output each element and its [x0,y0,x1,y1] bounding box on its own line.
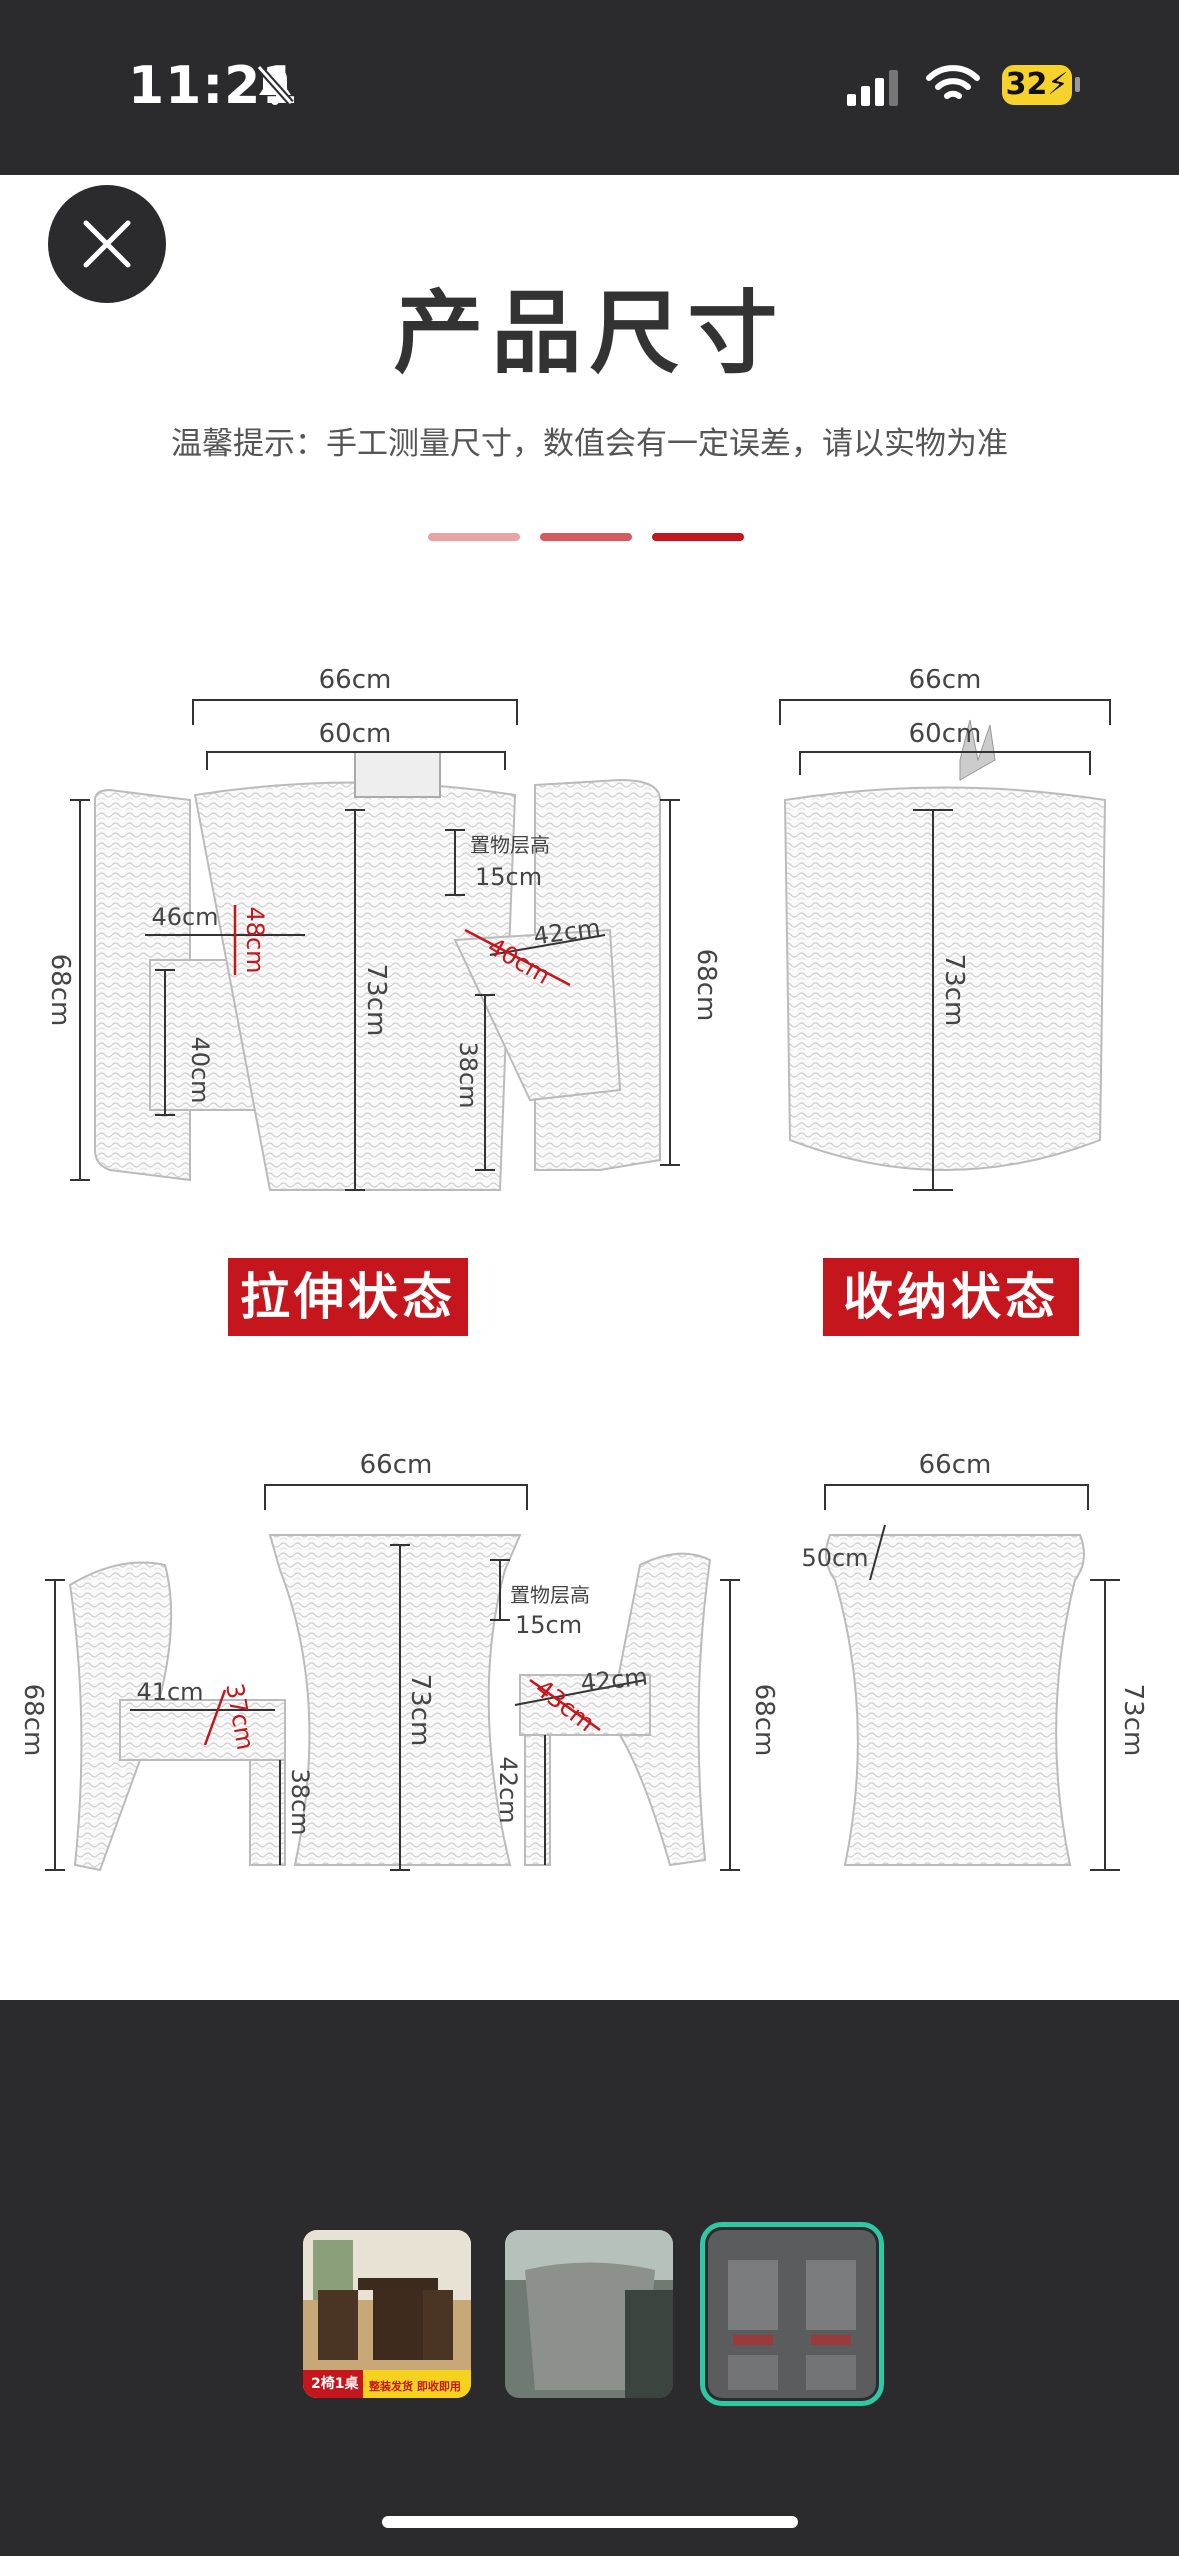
extended-set-top-view: 66cm 60cm 68cm 73cm 置物层高 15cm 46cm 48cm … [45,665,721,1191]
dim-stored-side-width: 66cm [919,1450,992,1480]
dim-side-table-width: 66cm [360,1450,433,1480]
battery-indicator: 32⚡ [1002,65,1072,105]
label-extended-state: 拉伸状态 [228,1258,468,1336]
dim-outer-width: 66cm [319,665,392,695]
side-view-set: 66cm 68cm 73cm 置物层高 15cm 41cm 37cm 38cm … [18,1450,779,1872]
decorative-bars [428,526,764,545]
thumbnail-2-image [505,2230,673,2398]
dim-inner-width: 60cm [319,719,392,749]
right-side-chair-leg [524,1734,551,1866]
dim-side-right-chair-height: 68cm [749,1684,779,1757]
dim-stored-outer-width: 66cm [909,665,982,695]
dim-stored-side-height: 73cm [1118,1684,1148,1757]
charging-bolt-icon: ⚡ [1047,67,1069,102]
tip-text: 温馨提示：手工测量尺寸，数值会有一定误差，请以实物为准 [171,426,1008,462]
right-side-chair-seat [519,1674,651,1736]
status-bar: 11:21 32⚡ [0,0,1179,175]
label-stored-state: 收纳状态 [823,1258,1079,1336]
decor-plant [959,719,996,781]
bar-medium [540,533,632,541]
thumbnail-1[interactable]: 2椅1桌 整装发货 即收即用 [303,2230,471,2398]
thumbnail-strip: 2椅1桌 整装发货 即收即用 [0,2222,1179,2410]
bar-dark [652,533,744,541]
dim-stored-inner-width: 60cm [909,719,982,749]
dim-table-height: 73cm [361,964,391,1037]
dim-right-chair-height: 68cm [691,949,721,1022]
battery-cap [1075,77,1080,92]
wifi-icon [926,65,980,99]
dim-stored-side-depth: 50cm [801,1544,868,1572]
battery-level: 32 [1005,67,1048,102]
thumbnail-1-image: 2椅1桌 整装发货 即收即用 [303,2230,471,2398]
page-title: 产品尺寸 [393,281,786,386]
thumbnail-3-selected[interactable] [700,2222,884,2406]
dim-right-seat-height: 38cm [454,1041,482,1108]
dim-side-shelf-label: 置物层高 [510,1583,590,1607]
thumbnail-1-badge-1: 2椅1桌 [311,2375,359,2392]
home-indicator[interactable] [382,2516,798,2528]
close-icon [83,220,131,268]
bell-muted-icon [256,64,294,106]
close-button[interactable] [48,185,166,303]
stored-set-view: 66cm 60cm 73cm [779,665,1111,1191]
dim-side-right-seat-height: 42cm [494,1756,522,1823]
dim-stored-height: 73cm [939,954,969,1027]
dim-side-left-seat-height: 38cm [286,1768,314,1835]
side-table [268,1534,522,1866]
dim-left-seat-depth: 48cm [241,906,269,973]
right-chair-seat [453,928,622,1102]
dim-left-seat-height: 40cm [186,1036,214,1103]
table-top-items [354,751,441,798]
dim-side-table-height: 73cm [405,1674,435,1747]
thumbnail-3-image [708,2230,876,2398]
dim-side-left-seat-width: 41cm [136,1678,203,1706]
thumbnail-2[interactable] [505,2230,673,2398]
dim-side-left-chair-height: 68cm [18,1684,48,1757]
dim-side-shelf-height: 15cm [515,1611,582,1639]
dim-left-seat-width: 46cm [151,903,218,931]
dimension-diagram: 66cm 60cm 68cm 73cm 置物层高 15cm 46cm 48cm … [18,665,1148,1872]
dim-side-right-seat-width: 42cm [579,1663,649,1698]
thumbnail-1-badge-2: 整装发货 即收即用 [368,2379,461,2393]
dim-left-chair-height: 68cm [45,954,75,1027]
stored-side-view: 66cm 50cm 73cm [801,1450,1148,1871]
dim-shelf-height: 15cm [475,863,542,891]
stored-side-body [825,1534,1085,1866]
bar-light [428,533,520,541]
cellular-signal-icon [847,70,898,106]
right-side-chair-back [608,1552,712,1867]
dim-shelf-label: 置物层高 [470,833,550,857]
stored-cylinder [783,786,1107,1171]
